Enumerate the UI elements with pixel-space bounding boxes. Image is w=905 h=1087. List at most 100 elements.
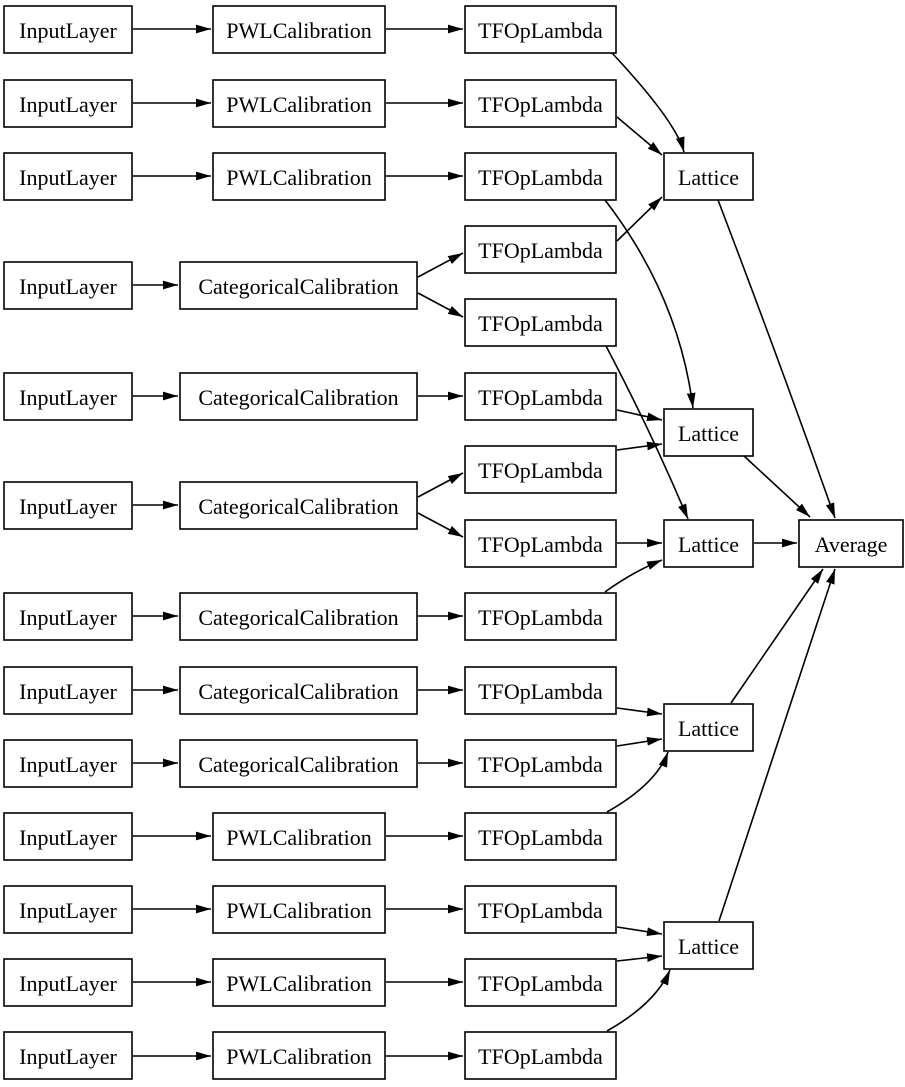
node-pwl-1: PWLCalibration <box>212 5 386 54</box>
node-tfop-8: TFOpLambda <box>464 519 617 568</box>
input-4-box <box>3 261 133 310</box>
input-4-label: InputLayer <box>19 274 117 299</box>
pwl-4-label: PWLCalibration <box>226 825 371 850</box>
input-6-label: InputLayer <box>19 494 117 519</box>
node-input-6: InputLayer <box>3 481 133 530</box>
tfop-13-label: TFOpLambda <box>478 898 603 923</box>
edge-tfop-6-lattice-2 <box>616 409 663 422</box>
lattice-3-box <box>663 519 754 568</box>
tfop-7-label: TFOpLambda <box>478 458 603 483</box>
input-10-label: InputLayer <box>19 825 117 850</box>
node-average: Average <box>798 519 904 568</box>
lattice-1-label: Lattice <box>678 165 739 190</box>
cat-4-box <box>179 592 418 641</box>
pwl-3-box <box>212 152 386 201</box>
input-3-box <box>3 152 133 201</box>
input-10-box <box>3 812 133 861</box>
node-pwl-4: PWLCalibration <box>212 812 386 861</box>
input-8-label: InputLayer <box>19 679 117 704</box>
node-lattice-4: Lattice <box>663 703 754 752</box>
input-12-label: InputLayer <box>19 971 117 996</box>
tfop-9-box <box>464 592 617 641</box>
input-5-label: InputLayer <box>19 385 117 410</box>
node-input-3: InputLayer <box>3 152 133 201</box>
tfop-10-box <box>464 666 617 715</box>
cat-5-label: CategoricalCalibration <box>198 679 398 704</box>
input-5-box <box>3 372 133 421</box>
pwl-6-label: PWLCalibration <box>226 971 371 996</box>
cat-3-label: CategoricalCalibration <box>198 494 398 519</box>
node-tfop-1: TFOpLambda <box>464 5 617 54</box>
node-input-13: InputLayer <box>3 1031 133 1080</box>
edge-lattice-2-average <box>743 455 811 518</box>
input-11-label: InputLayer <box>19 898 117 923</box>
edge-lattice-1-average <box>717 199 836 519</box>
pwl-3-label: PWLCalibration <box>226 165 371 190</box>
pwl-4-box <box>212 812 386 861</box>
node-input-5: InputLayer <box>3 372 133 421</box>
average-label: Average <box>815 532 888 557</box>
edge-cat-3-tfop-8 <box>417 512 464 538</box>
pwl-5-box <box>212 885 386 934</box>
pwl-2-label: PWLCalibration <box>226 92 371 117</box>
lattice-5-box <box>663 921 754 970</box>
input-13-label: InputLayer <box>19 1044 117 1069</box>
edge-tfop-10-lattice-4 <box>616 707 663 717</box>
edge-lattice-4-average <box>730 568 824 704</box>
edge-cat-3-tfop-7 <box>417 472 464 498</box>
node-input-2: InputLayer <box>3 79 133 128</box>
edge-tfop-14-lattice-5 <box>616 953 663 963</box>
tfop-3-box <box>464 152 617 201</box>
lattice-3-label: Lattice <box>678 532 739 557</box>
tfop-7-box <box>464 445 617 494</box>
edge-tfop-12-lattice-4 <box>606 751 669 813</box>
pwl-1-box <box>212 5 386 54</box>
tfop-9-label: TFOpLambda <box>478 605 603 630</box>
edge-lattice-5-average <box>718 568 836 922</box>
cat-4-label: CategoricalCalibration <box>198 605 398 630</box>
node-tfop-14: TFOpLambda <box>464 958 617 1007</box>
node-input-1: InputLayer <box>3 5 133 54</box>
node-input-11: InputLayer <box>3 885 133 934</box>
node-tfop-12: TFOpLambda <box>464 812 617 861</box>
input-3-label: InputLayer <box>19 165 117 190</box>
pwl-5-label: PWLCalibration <box>226 898 371 923</box>
tfop-12-box <box>464 812 617 861</box>
tfop-14-label: TFOpLambda <box>478 971 603 996</box>
cat-6-box <box>179 739 418 788</box>
node-tfop-6: TFOpLambda <box>464 372 617 421</box>
node-lattice-3: Lattice <box>663 519 754 568</box>
edge-cat-1-tfop-5 <box>417 292 464 318</box>
cat-3-box <box>179 481 418 530</box>
input-11-box <box>3 885 133 934</box>
cat-6-label: CategoricalCalibration <box>198 752 398 777</box>
input-2-box <box>3 79 133 128</box>
edge-cat-1-tfop-4 <box>417 252 464 278</box>
tfop-14-box <box>464 958 617 1007</box>
cat-1-label: CategoricalCalibration <box>198 274 398 299</box>
node-pwl-5: PWLCalibration <box>212 885 386 934</box>
node-tfop-13: TFOpLambda <box>464 885 617 934</box>
tfop-2-label: TFOpLambda <box>478 92 603 117</box>
tfop-3-label: TFOpLambda <box>478 165 603 190</box>
node-pwl-7: PWLCalibration <box>212 1031 386 1080</box>
edge-tfop-1-lattice-1 <box>611 52 685 153</box>
tfop-4-box <box>464 225 617 274</box>
edge-tfop-13-lattice-5 <box>616 926 663 937</box>
average-box <box>798 519 904 568</box>
node-tfop-9: TFOpLambda <box>464 592 617 641</box>
node-input-7: InputLayer <box>3 592 133 641</box>
pwl-7-label: PWLCalibration <box>226 1044 371 1069</box>
tfop-5-label: TFOpLambda <box>478 311 603 336</box>
node-input-8: InputLayer <box>3 666 133 715</box>
node-tfop-2: TFOpLambda <box>464 79 617 128</box>
node-pwl-3: PWLCalibration <box>212 152 386 201</box>
node-cat-3: CategoricalCalibration <box>179 481 418 530</box>
node-input-12: InputLayer <box>3 958 133 1007</box>
tfop-11-box <box>464 739 617 788</box>
lattice-1-box <box>663 152 754 201</box>
node-cat-5: CategoricalCalibration <box>179 666 418 715</box>
tfop-2-box <box>464 79 617 128</box>
input-13-box <box>3 1031 133 1080</box>
